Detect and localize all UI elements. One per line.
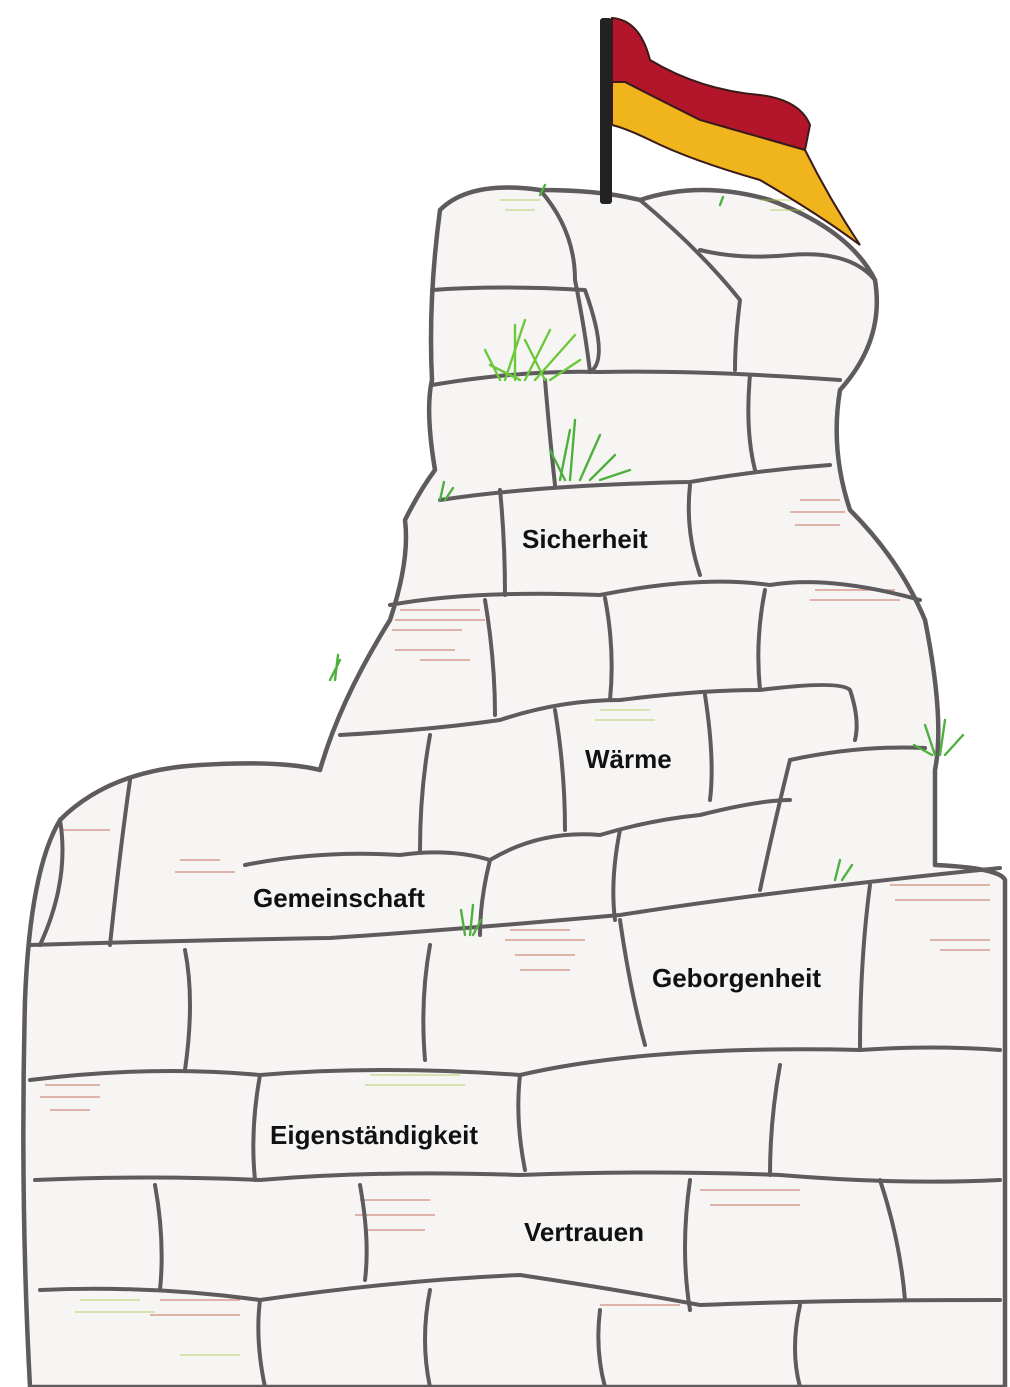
label-eigenstaendigkeit: Eigenständigkeit xyxy=(270,1120,478,1150)
label-geborgenheit: Geborgenheit xyxy=(652,963,821,993)
label-gemeinschaft: Gemeinschaft xyxy=(253,883,425,913)
label-sicherheit: Sicherheit xyxy=(522,524,648,554)
label-waerme: Wärme xyxy=(585,744,672,774)
label-vertrauen: Vertrauen xyxy=(524,1217,644,1247)
flag-pole xyxy=(600,18,612,204)
